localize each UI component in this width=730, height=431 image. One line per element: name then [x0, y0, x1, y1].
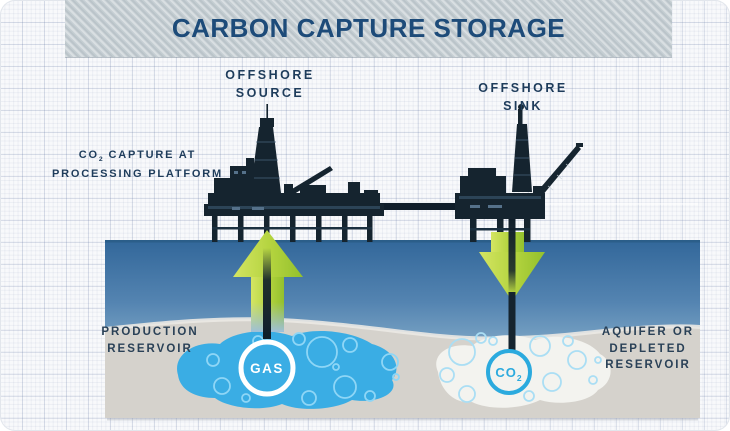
label-line: RESERVOIR — [107, 342, 193, 355]
injection-well-pipe-lower — [508, 292, 516, 353]
label-line: RESERVOIR — [605, 359, 691, 372]
source-platform-legs — [212, 216, 373, 242]
label-line: SOURCE — [235, 86, 305, 101]
label-line: DEPLETED — [609, 342, 687, 355]
title-banner: CARBON CAPTURE STORAGE — [65, 0, 672, 57]
label-line: OFFSHORE — [478, 81, 568, 95]
injection-down-arrow — [479, 219, 545, 353]
offshore-sink-label: OFFSHORE SINK — [443, 79, 603, 115]
label-line: PROCESSING PLATFORM — [52, 168, 223, 181]
interplatform-pipeline — [345, 201, 698, 210]
label-line: SINK — [503, 99, 543, 114]
label-capture-rest: CAPTURE AT — [103, 149, 197, 161]
aquifer-reservoir-label: AQUIFER OR DEPLETED RESERVOIR — [583, 324, 713, 374]
label-line: CO2 CAPTURE AT — [35, 147, 240, 166]
co2-capture-label: CO2 CAPTURE AT PROCESSING PLATFORM — [35, 147, 240, 184]
page-title: CARBON CAPTURE STORAGE — [171, 13, 566, 43]
injection-well-pipe-upper — [508, 219, 516, 293]
label-co2-prefix: CO — [78, 149, 99, 161]
gas-bubbles — [206, 332, 400, 406]
production-up-arrow — [233, 230, 303, 339]
co2-label: CO2 — [495, 365, 522, 383]
co2-ring: CO2 — [486, 349, 532, 395]
offshore-source-label: OFFSHORE SOURCE — [190, 66, 350, 102]
sink-platform-legs — [470, 219, 531, 242]
source-platform-illustration — [204, 104, 384, 242]
seabed-shadow — [107, 418, 698, 421]
gas-label: GAS — [250, 361, 284, 376]
label-co2-subscript: 2 — [98, 156, 104, 164]
label-line: OFFSHORE — [225, 68, 315, 82]
production-well-pipe — [263, 248, 271, 339]
waterline — [105, 240, 700, 243]
label-line: AQUIFER OR — [601, 326, 695, 338]
gas-ring: GAS — [238, 339, 296, 397]
co2-label-co: CO — [495, 365, 517, 380]
label-line: PRODUCTION — [101, 326, 199, 338]
production-reservoir-label: PRODUCTION RESERVOIR — [70, 324, 230, 357]
co2-label-sub: 2 — [517, 373, 523, 383]
co2-bubbles — [439, 332, 602, 403]
sink-platform-illustration — [455, 104, 583, 242]
